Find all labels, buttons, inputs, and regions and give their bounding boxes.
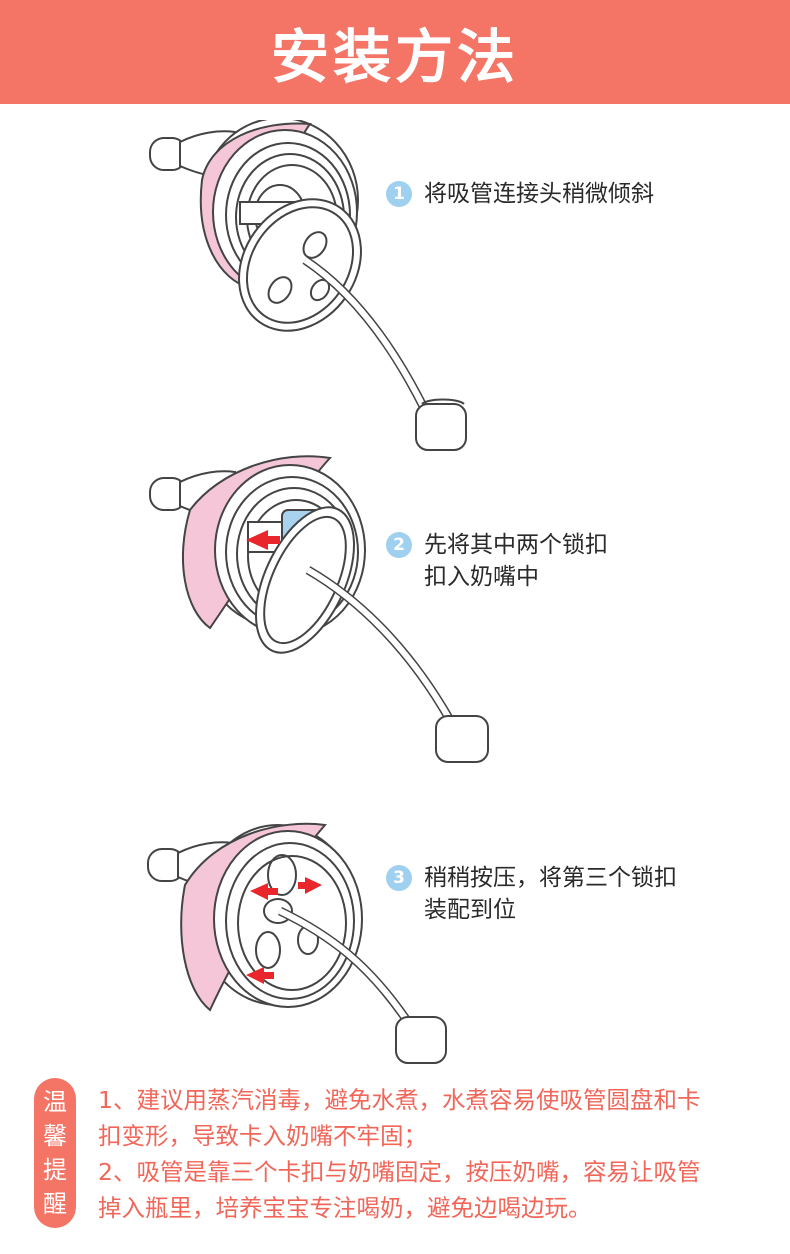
tips-badge-char: 醒 bbox=[43, 1190, 67, 1218]
step-2-number-badge: 2 bbox=[386, 532, 412, 558]
step-1-line-1: 将吸管连接头稍微倾斜 bbox=[424, 181, 654, 207]
step-1-text: 1 将吸管连接头稍微倾斜 bbox=[386, 178, 654, 210]
page-title: 安装方法 bbox=[270, 23, 519, 91]
step-2-line-2: 扣入奶嘴中 bbox=[424, 564, 539, 590]
step-1-illustration bbox=[149, 120, 467, 451]
warm-tips-section: 温 馨 提 醒 1、建议用蒸汽消毒，避免水煮，水煮容易使吸管圆盘和卡 扣变形，导… bbox=[34, 1078, 764, 1228]
step-3-illustration bbox=[147, 822, 447, 1064]
step-1-number-badge: 1 bbox=[386, 181, 412, 207]
tips-badge-char: 提 bbox=[43, 1156, 67, 1184]
step-3-number-badge: 3 bbox=[386, 865, 412, 891]
step-3-line-1: 稍稍按压，将第三个锁扣 bbox=[424, 865, 677, 891]
step-2-illustration bbox=[149, 455, 489, 763]
step-3-text: 3 稍稍按压，将第三个锁扣 装配到位 bbox=[386, 862, 677, 926]
warm-tips-badge: 温 馨 提 醒 bbox=[34, 1078, 76, 1228]
tips-badge-char: 温 bbox=[43, 1088, 67, 1116]
step-2-line-1: 先将其中两个锁扣 bbox=[424, 532, 608, 558]
tips-badge-char: 馨 bbox=[43, 1122, 67, 1150]
header-banner: 安装方法 bbox=[0, 0, 790, 104]
step-3-line-2: 装配到位 bbox=[424, 897, 516, 923]
warm-tips-text: 1、建议用蒸汽消毒，避免水煮，水煮容易使吸管圆盘和卡 扣变形，导致卡入奶嘴不牢固… bbox=[98, 1082, 768, 1226]
step-2-text: 2 先将其中两个锁扣 扣入奶嘴中 bbox=[386, 529, 608, 593]
tips-line: 掉入瓶里，培养宝宝专注喝奶，避免边喝边玩。 bbox=[98, 1194, 592, 1222]
tips-line: 扣变形，导致卡入奶嘴不牢固； bbox=[98, 1122, 427, 1150]
tips-line: 1、建议用蒸汽消毒，避免水煮，水煮容易使吸管圆盘和卡 bbox=[98, 1086, 701, 1114]
tips-line: 2、吸管是靠三个卡扣与奶嘴固定，按压奶嘴，容易让吸管 bbox=[98, 1158, 701, 1186]
